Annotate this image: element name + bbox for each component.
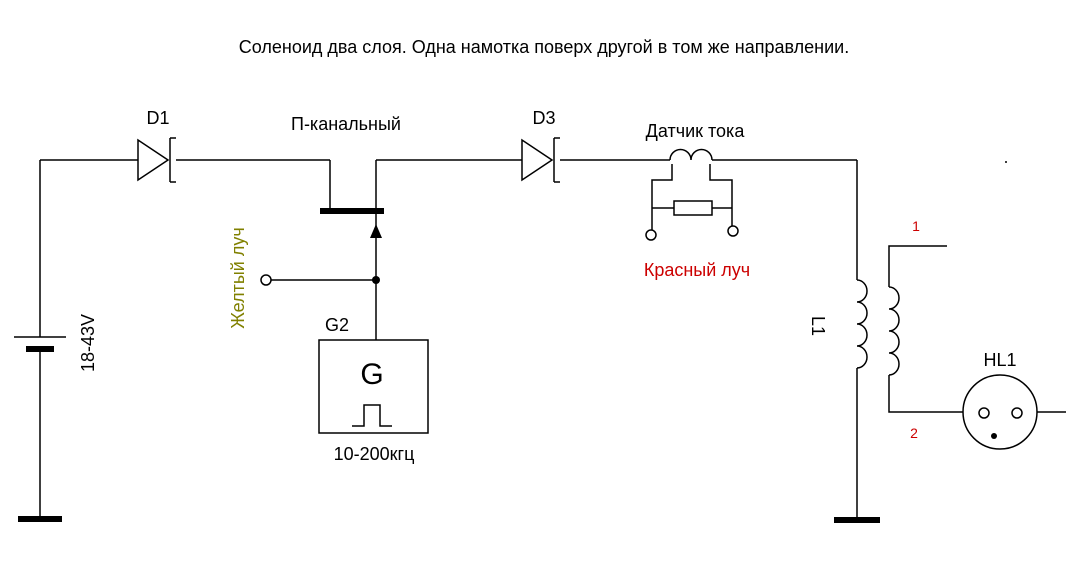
- hl1-label: HL1: [983, 350, 1016, 370]
- coil-l1-primary: [834, 160, 880, 523]
- schematic-title: Соленоид два слоя. Одна намотка поверх д…: [239, 37, 849, 57]
- g2-label: G2: [325, 315, 349, 335]
- battery: [14, 160, 66, 522]
- d1-label: D1: [146, 108, 169, 128]
- diode-d3: [521, 137, 560, 183]
- diode-d1: [137, 137, 176, 183]
- lamp-hl1: [962, 161, 1066, 450]
- red-wire-label: Красный луч: [644, 260, 750, 280]
- d3-label: D3: [532, 108, 555, 128]
- gate-wire-label: Желтый луч: [228, 227, 248, 328]
- mosfet-label: П-канальный: [291, 114, 401, 134]
- pin-2-label: 2: [910, 425, 918, 441]
- l1-label: L1: [808, 316, 828, 336]
- generator-g2: [318, 339, 429, 434]
- current-sensor-label: Датчик тока: [646, 121, 746, 141]
- pin-1-label: 1: [912, 218, 920, 234]
- g2-frequency-label: 10-200кгц: [334, 444, 415, 464]
- mosfet-p-channel: [260, 160, 384, 340]
- current-sensor: [645, 148, 739, 241]
- g2-symbol: G: [360, 358, 383, 391]
- battery-voltage-label: 18-43V: [78, 314, 98, 372]
- coil-secondary: [888, 245, 965, 413]
